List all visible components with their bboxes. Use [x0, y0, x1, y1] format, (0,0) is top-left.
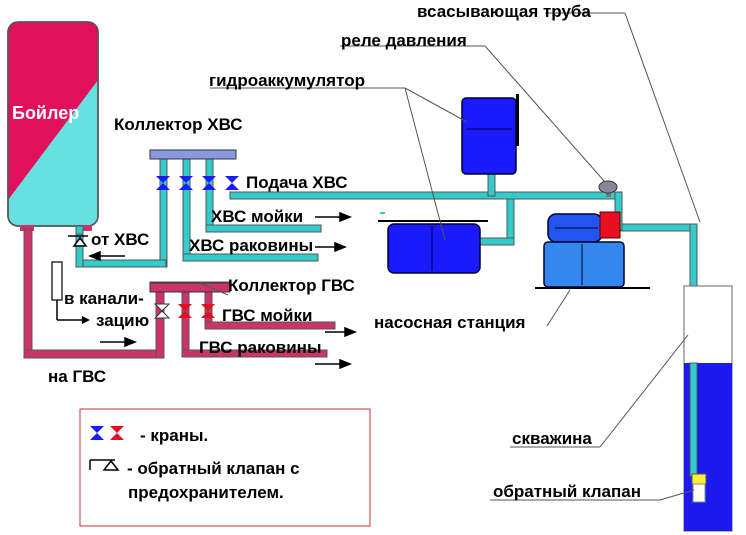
label-cold-basin: ХВС раковины	[189, 236, 313, 255]
upper-pressure-tank	[461, 94, 519, 175]
label-cold-supply: Подача ХВС	[246, 173, 348, 192]
legend-check-valve-1: - обратный клапан с	[127, 459, 300, 478]
label-pressure-relay: реле давления	[341, 31, 467, 50]
hot-collector	[149, 282, 231, 293]
pump-station	[535, 211, 650, 289]
cold-collector	[149, 149, 237, 160]
label-cold-sink: ХВС мойки	[211, 207, 303, 226]
legend-tap-icons	[90, 426, 124, 440]
legend-check-valve-icon	[89, 459, 120, 471]
legend-taps: - краны.	[140, 426, 208, 445]
well	[683, 285, 733, 532]
pressure-relay	[598, 180, 618, 197]
boiler-check-valve	[68, 225, 88, 247]
label-accumulator: гидроаккумулятор	[209, 71, 365, 90]
legend-check-valve-2: предохранителем.	[128, 483, 284, 502]
label-well: скважина	[512, 429, 592, 448]
flow-arrows	[87, 211, 358, 370]
label-from-cold: от ХВС	[91, 230, 149, 249]
label-hot-basin: ГВС раковины	[199, 338, 321, 357]
label-suction-pipe: всасывающая труба	[417, 2, 591, 21]
boiler: Бойлер	[7, 21, 99, 227]
label-cold-collector: Коллектор ХВС	[114, 115, 243, 134]
label-to-hot: на ГВС	[48, 367, 106, 386]
legend: - краны. - обратный клапан с предохранит…	[79, 408, 371, 527]
label-hot-collector: Коллектор ГВС	[228, 276, 355, 295]
label-check-valve: обратный клапан	[493, 482, 641, 501]
cold-taps	[156, 176, 239, 190]
label-hot-sink: ГВС мойки	[222, 306, 312, 325]
label-sewer-1: в канали-	[64, 289, 144, 308]
boiler-label: Бойлер	[12, 103, 79, 123]
hydro-accumulator	[378, 220, 488, 274]
label-pump-station: насосная станция	[374, 313, 525, 332]
sewer-drain	[51, 261, 90, 324]
label-sewer-2: зацию	[96, 311, 149, 330]
hot-taps	[153, 303, 215, 319]
leader-lines	[199, 12, 701, 501]
boiler-hot-outlet	[20, 225, 34, 231]
boiler-cold-inlet	[78, 225, 92, 231]
